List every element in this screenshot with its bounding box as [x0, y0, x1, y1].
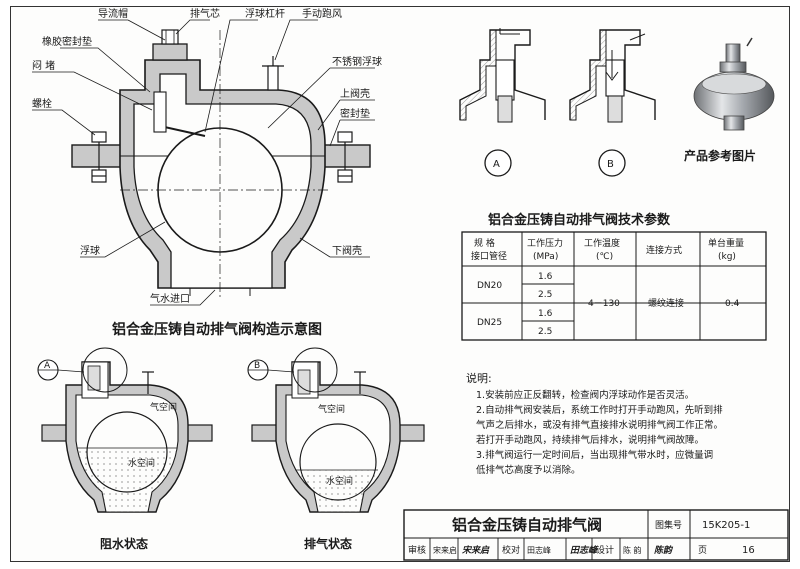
main-diagram-caption: 铝合金压铸自动排气阀构造示意图: [112, 321, 322, 338]
label-plug: 闷 堵: [32, 59, 55, 72]
label-bolt: 螺栓: [32, 97, 52, 110]
detail-b: B: [569, 29, 656, 177]
cell-dn20: DN20: [477, 281, 502, 291]
note-line: 气声之后排水，或没有排气直接排水说明排气阀工作正常。: [476, 419, 723, 431]
cell-weight: 0.4: [725, 299, 740, 309]
cell-connection: 螺纹连接: [648, 297, 684, 309]
detail-a-letter: A: [493, 159, 500, 170]
label-lower-shell: 下阀壳: [332, 244, 362, 257]
bottom-left-letter: A: [44, 361, 51, 371]
atlas-number: 15K205-1: [702, 520, 750, 531]
note-line: 1.安装前应正反翻转，检查阀内浮球动作是否灵活。: [476, 389, 694, 401]
air-label-right: 气空间: [318, 403, 345, 415]
caption-water-block: 阻水状态: [100, 536, 148, 551]
atlas-label: 图集号: [655, 519, 682, 531]
left-bolt: [91, 131, 107, 183]
vent-core: [161, 29, 179, 45]
hdr-spec-2: 接口管径: [471, 250, 507, 262]
cell-p1: 1.6: [538, 272, 553, 282]
cell-p4: 2.5: [538, 327, 552, 337]
detail-a: A: [459, 28, 546, 177]
spec-table: 铝合金压铸自动排气阀技术参数 规 格 接口管径 工作压力 (MPa) 工作温度 …: [461, 212, 767, 341]
hdr-weight-1: 单台重量: [708, 237, 744, 249]
hdr-connection: 连接方式: [646, 244, 682, 256]
bottom-right-letter: B: [254, 361, 260, 371]
notes-title: 说明:: [466, 371, 492, 385]
hdr-spec-1: 规 格: [474, 237, 495, 249]
note-line: 2.自动排气阀安装后，系统工作时打开手动跑风，先听到排: [476, 404, 723, 416]
guide-cap: [152, 43, 188, 61]
right-bolt: [337, 131, 353, 183]
label-manual-vent: 手动跑风: [302, 7, 342, 20]
notes: 说明: 1.安装前应正反翻转，检查阀内浮球动作是否灵活。 2.自动排气阀安装后，…: [466, 371, 723, 476]
table-title: 铝合金压铸自动排气阀技术参数: [488, 212, 671, 228]
manual-vent: [262, 56, 284, 91]
title-block: 铝合金压铸自动排气阀 图集号 15K205-1 审核 宋来启 宋来启 校对 田志…: [403, 509, 789, 561]
water-label-left: 水空间: [128, 457, 155, 469]
hdr-temp-1: 工作温度: [584, 237, 620, 249]
note-line: 若打开手动跑风，持续排气后排水，说明排气阀故障。: [476, 434, 704, 446]
review-label: 审核: [408, 544, 426, 556]
designer-signature: 陈韵: [654, 545, 674, 556]
checker-name: 田志峰: [527, 545, 551, 555]
designer-name: 陈 韵: [623, 545, 642, 555]
label-upper-shell: 上阀壳: [340, 87, 370, 100]
air-vent-diagram: B 气空间 水空间 排气状态: [247, 347, 425, 551]
product-photo: 产品参考图片: [684, 37, 775, 163]
hdr-pressure-2: (MPa): [533, 252, 558, 262]
page-label: 页: [698, 545, 707, 556]
caption-air-vent: 排气状态: [304, 536, 352, 551]
checker-signature: 田志峰: [570, 545, 599, 556]
reviewer-name: 宋来启: [433, 545, 457, 555]
cell-p3: 1.6: [538, 309, 553, 319]
hdr-temp-2: (℃): [596, 252, 613, 262]
label-vent-core: 排气芯: [190, 7, 220, 20]
float-lever: [159, 125, 206, 137]
detail-b-letter: B: [607, 159, 614, 170]
design-label: 设计: [596, 544, 614, 556]
check-label: 校对: [502, 544, 520, 556]
air-label-left: 气空间: [150, 401, 177, 413]
hdr-weight-2: (kg): [718, 252, 736, 262]
label-rubber-seal: 橡胶密封垫: [42, 35, 92, 48]
label-gasket: 密封垫: [340, 107, 370, 120]
label-guide-cap: 导流帽: [98, 7, 128, 20]
label-float: 浮球: [80, 244, 100, 257]
page-number: 16: [742, 545, 755, 556]
label-ss-float: 不锈钢浮球: [332, 55, 382, 68]
sheet-title: 铝合金压铸自动排气阀: [452, 516, 602, 534]
label-inlet: 气水进口: [150, 292, 190, 305]
cell-dn25: DN25: [477, 318, 502, 328]
photo-caption: 产品参考图片: [684, 148, 756, 163]
note-line: 低排气芯高度予以消除。: [476, 464, 581, 476]
label-float-lever: 浮球杠杆: [245, 7, 285, 20]
cell-p2: 2.5: [538, 290, 552, 300]
hdr-pressure-1: 工作压力: [527, 237, 563, 249]
water-block-diagram: A 气空间 水空间 阻水状态: [37, 347, 213, 551]
water-label-right: 水空间: [326, 475, 353, 487]
note-line: 3.排气阀运行一定时间后，当出现排气带水时，应微量调: [476, 449, 713, 461]
main-valve-diagram: 导流帽 排气芯 浮球杠杆 手动跑风 橡胶密封垫 不锈钢浮球 闷 堵 上阀壳 螺栓…: [32, 7, 382, 338]
cell-temp: 4－130: [588, 299, 620, 309]
reviewer-signature: 宋来启: [462, 545, 490, 556]
